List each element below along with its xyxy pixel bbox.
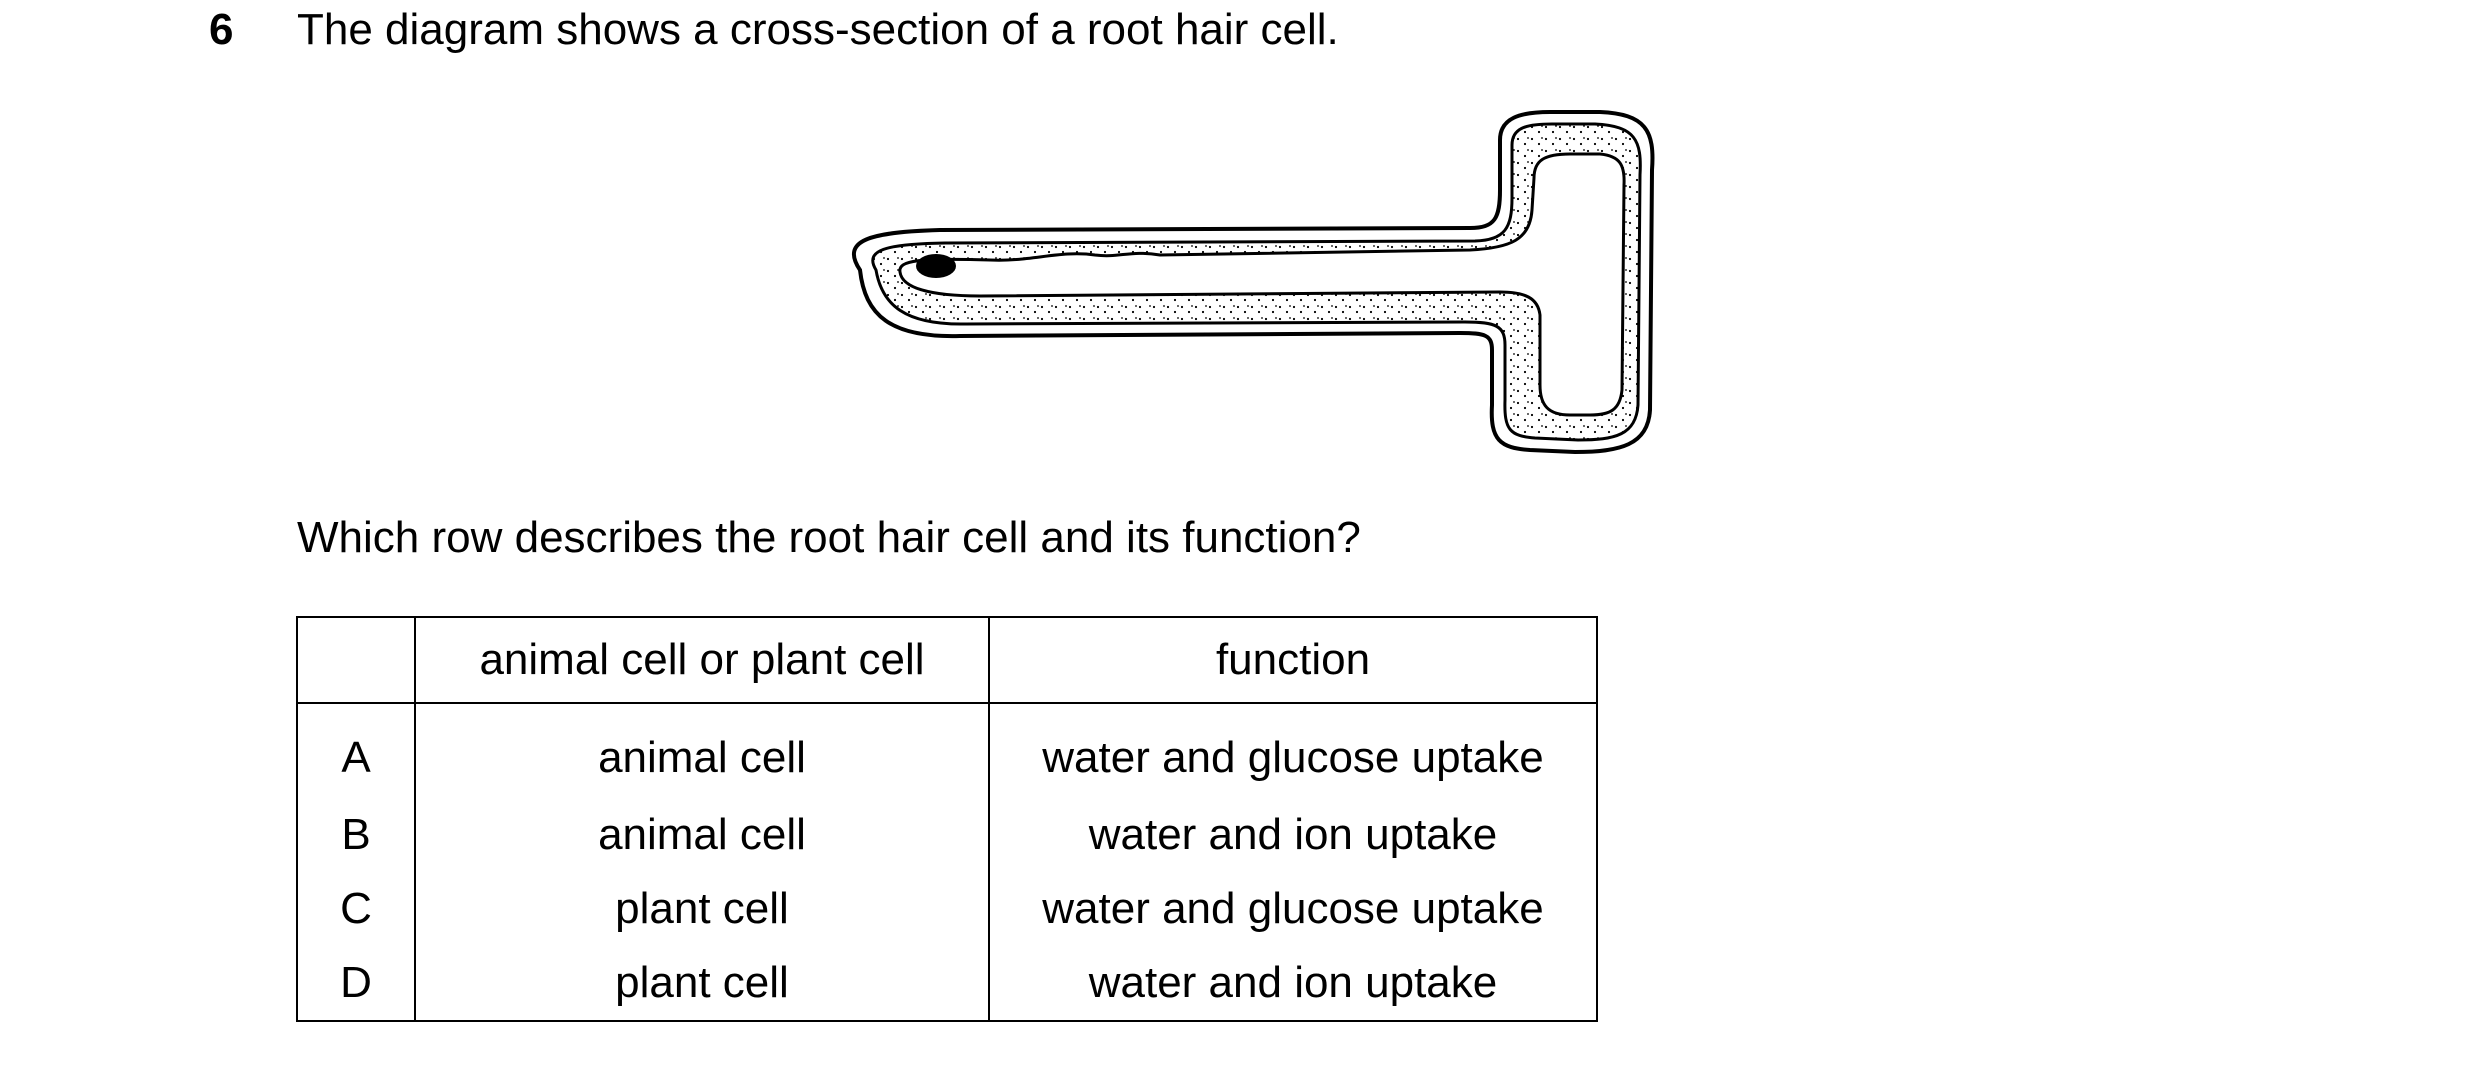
option-letter: C (296, 872, 416, 946)
option-letter: D (296, 946, 416, 1022)
answer-table: animal cell or plant cell function A ani… (296, 616, 1598, 1022)
root-hair-cell-diagram (852, 110, 1655, 455)
option-function: water and glucose uptake (988, 872, 1598, 946)
table-row[interactable]: B animal cell water and ion uptake (296, 798, 1598, 872)
header-letter (296, 616, 416, 704)
question-prompt: Which row describes the root hair cell a… (297, 513, 1361, 562)
option-cell-type: animal cell (414, 703, 990, 798)
question-number: 6 (209, 5, 234, 54)
table-row[interactable]: C plant cell water and glucose uptake (296, 872, 1598, 946)
option-letter: B (296, 798, 416, 872)
nucleus (916, 254, 956, 278)
question-stem: The diagram shows a cross-section of a r… (297, 5, 1339, 54)
cell-wall-outer (852, 110, 1655, 455)
option-cell-type: animal cell (414, 798, 990, 872)
vacuole (898, 152, 1626, 417)
option-function: water and ion uptake (988, 946, 1598, 1022)
option-letter: A (296, 703, 416, 798)
table-row[interactable]: A animal cell water and glucose uptake (296, 703, 1598, 798)
header-cell-type: animal cell or plant cell (414, 616, 990, 704)
option-function: water and glucose uptake (988, 703, 1598, 798)
table-row[interactable]: D plant cell water and ion uptake (296, 946, 1598, 1022)
header-function: function (988, 616, 1598, 704)
option-cell-type: plant cell (414, 946, 990, 1022)
option-function: water and ion uptake (988, 798, 1598, 872)
option-cell-type: plant cell (414, 872, 990, 946)
table-header-row: animal cell or plant cell function (296, 616, 1598, 704)
